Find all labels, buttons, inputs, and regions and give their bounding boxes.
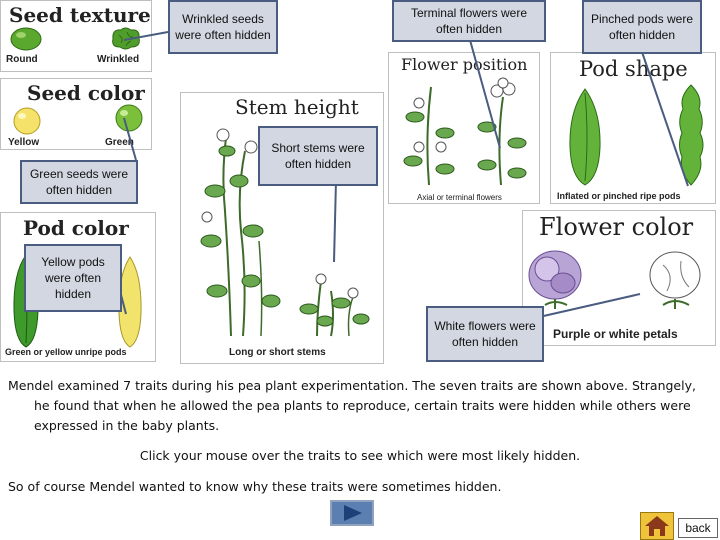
green-seed-image (115, 104, 143, 132)
terminal-flowers-callout[interactable]: Terminal flowers were often hidden (392, 0, 546, 42)
back-button[interactable]: back (678, 518, 718, 538)
home-icon (645, 516, 669, 536)
instruction-text: Click your mouse over the traits to see … (139, 448, 581, 463)
pinched-pod-image (679, 84, 704, 186)
stem-height-caption: Long or short stems (229, 347, 326, 358)
pod-shape-panel[interactable]: Pod shape Inflated or pinched ripe pods (550, 52, 716, 204)
round-label: Round (6, 54, 38, 65)
pod-color-panel[interactable]: Pod color Green or yellow unripe pods (0, 212, 156, 362)
pod-color-title: Pod color (23, 216, 129, 240)
flower-position-caption: Axial or terminal flowers (417, 193, 502, 202)
yellow-pods-callout[interactable]: Yellow pods were often hidden (24, 244, 122, 312)
wrinkled-seeds-callout[interactable]: Wrinkled seeds were often hidden (168, 0, 278, 54)
seed-color-title: Seed color (27, 81, 145, 105)
conclusion-text: So of course Mendel wanted to know why t… (8, 479, 502, 494)
pod-color-caption: Green or yellow unripe pods (5, 347, 127, 357)
seed-texture-title: Seed texture (9, 3, 151, 27)
green-seeds-callout[interactable]: Green seeds were often hidden (20, 160, 138, 204)
intro-paragraph: Mendel examined 7 traits during his pea … (8, 376, 712, 436)
flower-color-panel[interactable]: Flower color Purple or white petals (522, 210, 716, 346)
wrinkled-label: Wrinkled (97, 54, 140, 65)
short-stems-callout[interactable]: Short stems were often hidden (258, 126, 378, 186)
yellow-seed-image (13, 107, 41, 135)
pod-shape-caption: Inflated or pinched ripe pods (557, 191, 681, 201)
round-seed-image (10, 27, 42, 51)
intro-paragraph-text: Mendel examined 7 traits during his pea … (8, 378, 696, 433)
stem-height-title: Stem height (235, 95, 359, 119)
play-arrow-icon (344, 505, 362, 521)
white-flower-image (649, 251, 701, 309)
wrinkled-seed-image (112, 27, 140, 50)
yellow-label: Yellow (8, 137, 40, 148)
inflated-pod-image (569, 88, 601, 186)
stem-plants-image (200, 128, 370, 337)
pinched-pods-callout[interactable]: Pinched pods were often hidden (582, 0, 702, 54)
white-flowers-callout[interactable]: White flowers were often hidden (426, 306, 544, 362)
purple-flower-image (528, 250, 582, 309)
next-button[interactable] (330, 500, 374, 526)
home-button[interactable] (640, 512, 674, 540)
flower-color-caption: Purple or white petals (553, 327, 678, 341)
flower-color-title: Flower color (539, 213, 694, 241)
seed-color-panel[interactable]: Seed color Yellow Green (0, 78, 152, 150)
pod-shape-title: Pod shape (579, 57, 688, 81)
flower-position-image (403, 77, 527, 186)
seed-texture-panel[interactable]: Seed texture Round Wrinkled (0, 0, 152, 72)
green-label: Green (105, 137, 134, 148)
flower-position-panel[interactable]: Flower position Axial or terminal flower… (388, 52, 540, 204)
flower-position-title: Flower position (401, 55, 528, 74)
